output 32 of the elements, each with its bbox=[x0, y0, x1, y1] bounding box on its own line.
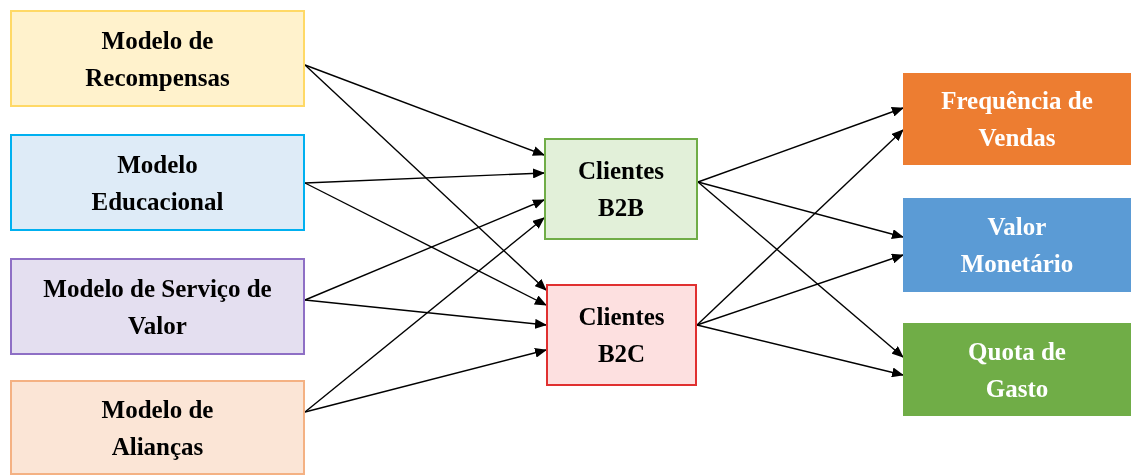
box-label: Clientes B2B bbox=[576, 156, 666, 223]
metric-box bbox=[903, 73, 1131, 165]
arrow bbox=[696, 253, 904, 326]
box-label: Frequência de Vendas bbox=[940, 86, 1094, 153]
box-label: Modelo de Recompensas bbox=[84, 25, 231, 93]
arrow bbox=[697, 107, 904, 183]
model-box bbox=[10, 380, 305, 475]
box-label: Clientes B2C bbox=[577, 302, 666, 369]
metric-box bbox=[903, 198, 1131, 292]
arrow bbox=[304, 168, 545, 184]
model-box bbox=[10, 134, 305, 231]
box-label: Modelo de Alianças bbox=[100, 394, 215, 462]
arrow bbox=[304, 299, 547, 329]
arrow bbox=[696, 324, 904, 378]
box-label: Modelo Educacional bbox=[90, 149, 225, 217]
arrow bbox=[696, 129, 904, 326]
model-box bbox=[10, 258, 305, 355]
model-box bbox=[10, 10, 305, 107]
arrow bbox=[304, 199, 545, 301]
arrow bbox=[304, 182, 547, 306]
arrow bbox=[697, 181, 904, 358]
box-label: Valor Monetário bbox=[959, 212, 1075, 279]
arrow bbox=[697, 181, 904, 239]
client-box bbox=[546, 284, 697, 386]
box-label: Quota de Gasto bbox=[967, 336, 1067, 404]
arrow bbox=[304, 347, 547, 413]
metric-box bbox=[903, 323, 1131, 416]
client-box bbox=[544, 138, 698, 240]
arrow bbox=[304, 64, 547, 291]
arrow bbox=[304, 64, 545, 156]
box-label: Modelo de Serviço de Valor bbox=[42, 273, 273, 341]
arrow bbox=[304, 217, 545, 413]
